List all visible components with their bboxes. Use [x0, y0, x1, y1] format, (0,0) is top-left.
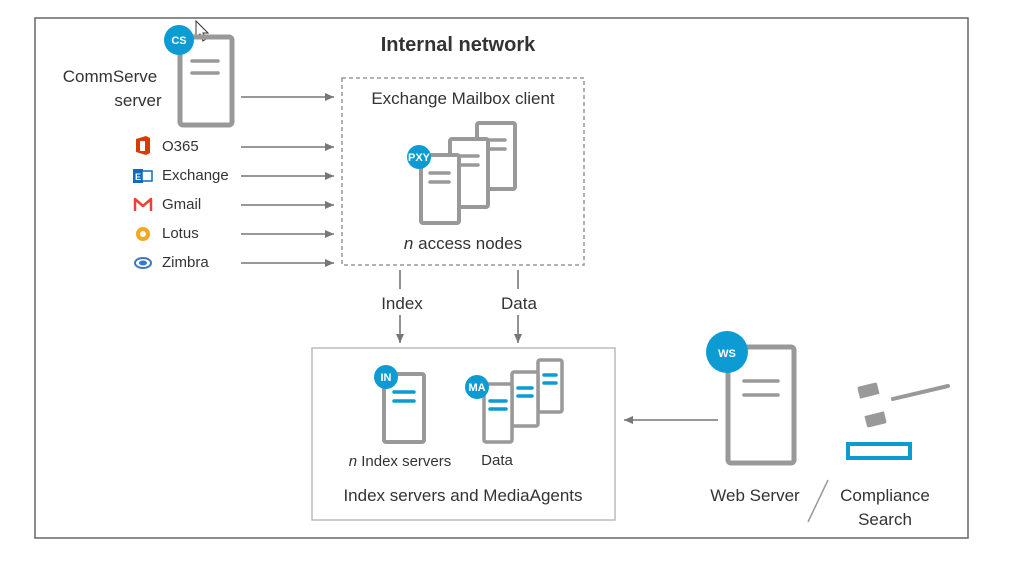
divider-slash — [807, 479, 829, 523]
exchange-icon: E — [133, 169, 153, 183]
access-nodes-n: n — [404, 234, 413, 253]
svg-text:MA: MA — [468, 382, 485, 394]
commserve-label-line2: server — [114, 91, 162, 110]
index-servers-label: n Index servers — [349, 453, 452, 470]
web-server-badge: WS — [706, 331, 748, 373]
zimbra-icon — [134, 257, 152, 269]
storage-title: Index servers and MediaAgents — [343, 486, 582, 505]
lotus-icon — [136, 227, 150, 241]
web-server-icon — [725, 344, 797, 466]
storage-box — [311, 347, 616, 521]
access-nodes-label: n access nodes — [404, 234, 522, 253]
mailbox-client-box — [341, 77, 585, 266]
index-servers-n: n — [349, 453, 357, 470]
source-label-lotus: Lotus — [162, 225, 199, 242]
proxy-badge: PXY — [407, 145, 431, 169]
access-nodes-icon — [419, 121, 517, 225]
gmail-icon — [133, 197, 153, 211]
media-agent-badge: MA — [465, 375, 489, 399]
svg-text:PXY: PXY — [408, 152, 431, 164]
svg-text:E: E — [135, 172, 141, 182]
index-server-badge: IN — [374, 365, 398, 389]
gavel-icon — [846, 382, 950, 460]
svg-text:CS: CS — [171, 35, 186, 47]
compliance-label-line2: Search — [858, 510, 912, 529]
internal-network-frame — [34, 17, 969, 539]
data-flow-label: Data — [501, 294, 537, 313]
source-label-gmail: Gmail — [162, 196, 201, 213]
index-servers-text: Index servers — [357, 453, 451, 470]
source-label-o365: O365 — [162, 138, 199, 155]
media-agents-label: Data — [481, 452, 513, 469]
svg-text:IN: IN — [381, 372, 392, 384]
access-nodes-text: access nodes — [413, 234, 522, 253]
svg-text:WS: WS — [718, 348, 736, 360]
commserve-server-icon — [177, 34, 235, 128]
index-server-icon — [382, 372, 426, 444]
web-server-label: Web Server — [710, 486, 800, 505]
office365-icon — [136, 136, 150, 155]
index-flow-label: Index — [381, 294, 423, 313]
media-agents-icon — [482, 358, 564, 444]
internal-network-title: Internal network — [381, 34, 536, 56]
source-label-exchange: Exchange — [162, 167, 229, 184]
compliance-label-line1: Compliance — [840, 486, 930, 505]
mailbox-client-title: Exchange Mailbox client — [371, 89, 555, 108]
commserve-badge: CS — [164, 25, 194, 55]
source-label-zimbra: Zimbra — [162, 254, 209, 271]
commserve-label-line1: CommServe — [63, 67, 157, 86]
